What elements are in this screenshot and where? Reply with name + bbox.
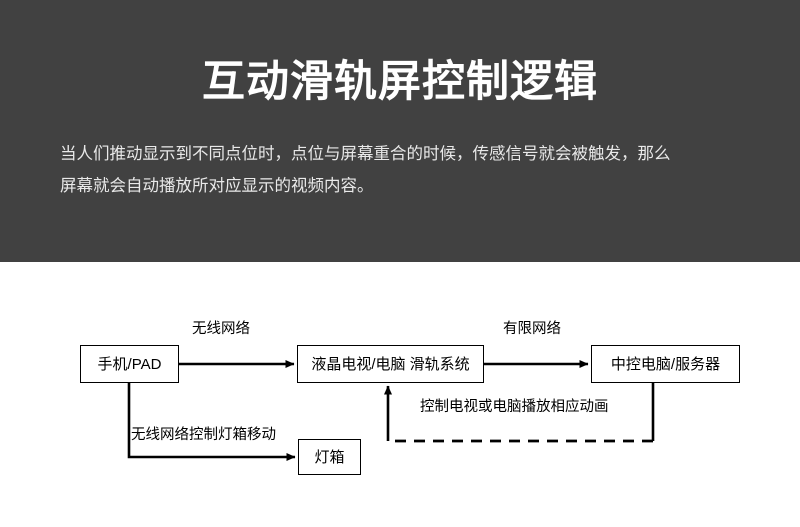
node-control-server-label: 中控电脑/服务器 [610,355,721,373]
edge-label-wireless-network: 无线网络 [192,321,250,337]
node-lightbox-label: 灯箱 [314,448,345,466]
node-lcd-slide-system[interactable]: 液晶电视/电脑 滑轨系统 [297,345,484,383]
connector-phone-to-lightbox [127,383,296,461]
page-title: 互动滑轨屏控制逻辑 [202,58,598,106]
edge-label-wired-network: 有限网络 [503,321,561,337]
node-phone-pad[interactable]: 手机/PAD [80,345,179,383]
node-phone-pad-label: 手机/PAD [97,355,162,373]
page-subtitle: 当人们推动显示到不同点位时，点位与屏幕重合的时候，传感信号就会被触发，那么 屏幕… [60,138,750,202]
diagram-connectors [127,360,655,461]
flow-diagram: 手机/PAD 液晶电视/电脑 滑轨系统 中控电脑/服务器 灯箱 无线网络 有限网… [0,262,800,527]
edge-label-play-animation: 控制电视或电脑播放相应动画 [420,399,609,415]
subtitle-line-2: 屏幕就会自动播放所对应显示的视频内容。 [60,177,374,195]
edge-label-wireless-lightbox-move: 无线网络控制灯箱移动 [131,427,276,443]
node-lcd-slide-system-label: 液晶电视/电脑 滑轨系统 [311,355,470,373]
header-banner: 互动滑轨屏控制逻辑 当人们推动显示到不同点位时，点位与屏幕重合的时候，传感信号就… [0,0,800,262]
node-control-server[interactable]: 中控电脑/服务器 [591,345,740,383]
subtitle-line-1: 当人们推动显示到不同点位时，点位与屏幕重合的时候，传感信号就会被触发，那么 [60,145,671,163]
node-lightbox[interactable]: 灯箱 [298,439,361,475]
